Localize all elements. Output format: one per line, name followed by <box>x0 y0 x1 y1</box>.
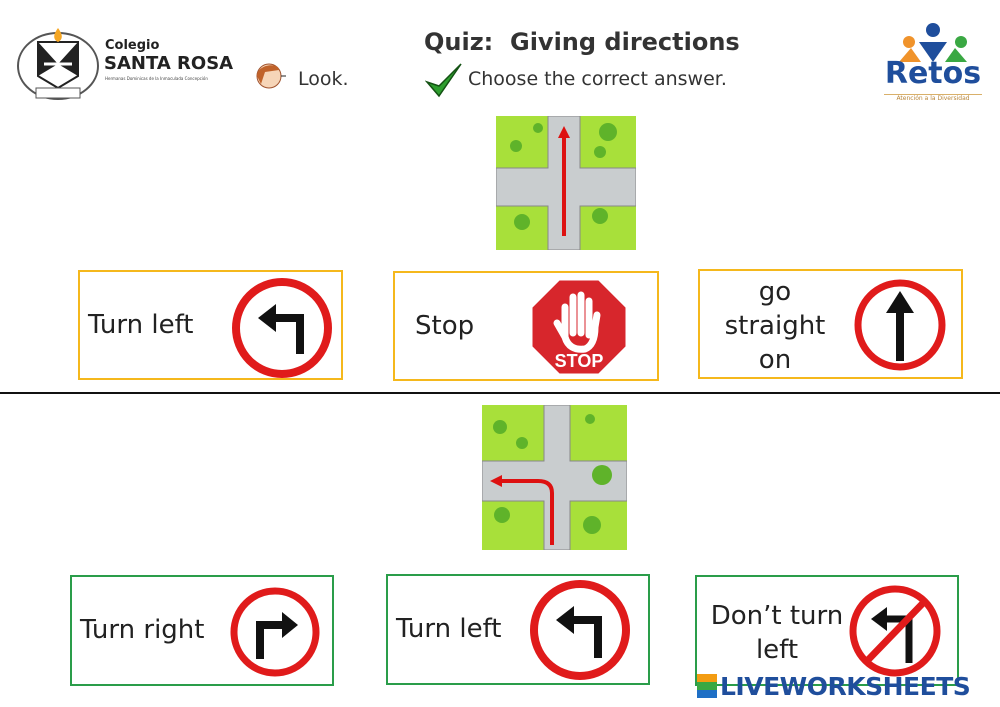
stop-sign-icon: STOP <box>529 277 629 377</box>
map-turn-left <box>482 405 627 550</box>
face-look-icon <box>256 63 286 89</box>
map-straight <box>496 116 636 250</box>
quiz-title: Quiz: Giving directions <box>424 28 740 56</box>
retos-logo-figures <box>899 23 967 62</box>
option-turn-left[interactable]: Turn left <box>78 270 343 380</box>
option-turn-left-2[interactable]: Turn left <box>386 574 650 685</box>
turn-left-sign-icon <box>232 278 332 378</box>
option-label: Don’t turn left <box>710 601 844 665</box>
straight-sign-icon <box>854 279 946 371</box>
liveworksheets-logo-icon <box>697 674 717 698</box>
option-go-straight-on[interactable]: go straight on <box>698 269 963 379</box>
school-name-line3: Hermanas Dominicas de la Inmaculada Conc… <box>105 76 208 81</box>
option-label: Turn left <box>88 310 194 340</box>
retos-logo-tagline: Atención a la Diversidad <box>884 94 982 102</box>
liveworksheets-watermark: LIVEWORKSHEETS <box>720 672 971 701</box>
school-name-line1: Colegio <box>105 38 160 53</box>
option-dont-turn-left[interactable]: Don’t turn left <box>695 575 959 686</box>
instruction-look: Look. <box>298 68 349 90</box>
stop-sign-text: STOP <box>555 351 604 371</box>
option-label: Stop <box>415 311 475 341</box>
no-left-turn-sign-icon <box>849 585 941 677</box>
retos-logo-name: Retos <box>884 56 982 91</box>
option-label: go straight on <box>724 277 826 375</box>
turn-left-sign-icon <box>530 580 630 680</box>
option-label: Turn right <box>80 615 205 645</box>
checkmark-icon <box>425 63 462 98</box>
section-divider <box>0 392 1000 394</box>
option-label: Turn left <box>396 614 502 644</box>
turn-right-sign-icon <box>230 587 320 677</box>
option-turn-right[interactable]: Turn right <box>70 575 334 686</box>
option-stop[interactable]: Stop STOP <box>393 271 659 381</box>
instruction-choose: Choose the correct answer. <box>468 68 727 90</box>
school-seal-logo <box>17 28 99 100</box>
school-name-line2: SANTA ROSA <box>104 53 234 74</box>
